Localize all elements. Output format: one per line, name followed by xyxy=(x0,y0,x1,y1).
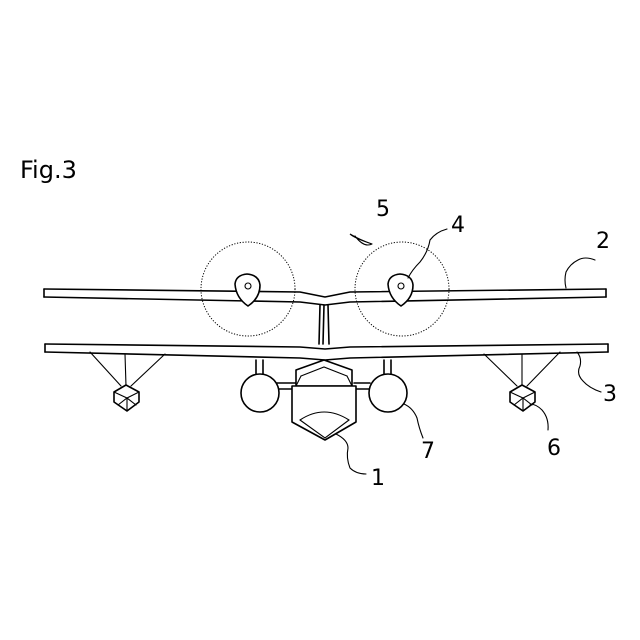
leader-lines xyxy=(336,229,601,474)
label-propeller-disc: 5 xyxy=(376,197,390,222)
wing-float-right xyxy=(484,352,560,411)
fuselage xyxy=(292,360,356,440)
wing-float-left xyxy=(90,352,165,411)
label-lower-wing: 3 xyxy=(603,382,617,407)
label-sponson: 7 xyxy=(421,439,435,464)
upper-wing xyxy=(44,289,606,305)
figure-label: Fig.3 xyxy=(20,156,77,184)
sponson-right xyxy=(354,360,407,412)
label-engine-nacelle: 4 xyxy=(451,213,465,238)
sponson-left xyxy=(241,360,296,412)
label-wing-float: 6 xyxy=(547,436,561,461)
lower-wing xyxy=(45,344,608,360)
label-fuselage: 1 xyxy=(371,466,385,491)
center-struts xyxy=(319,305,329,344)
label-upper-wing: 2 xyxy=(596,229,610,254)
